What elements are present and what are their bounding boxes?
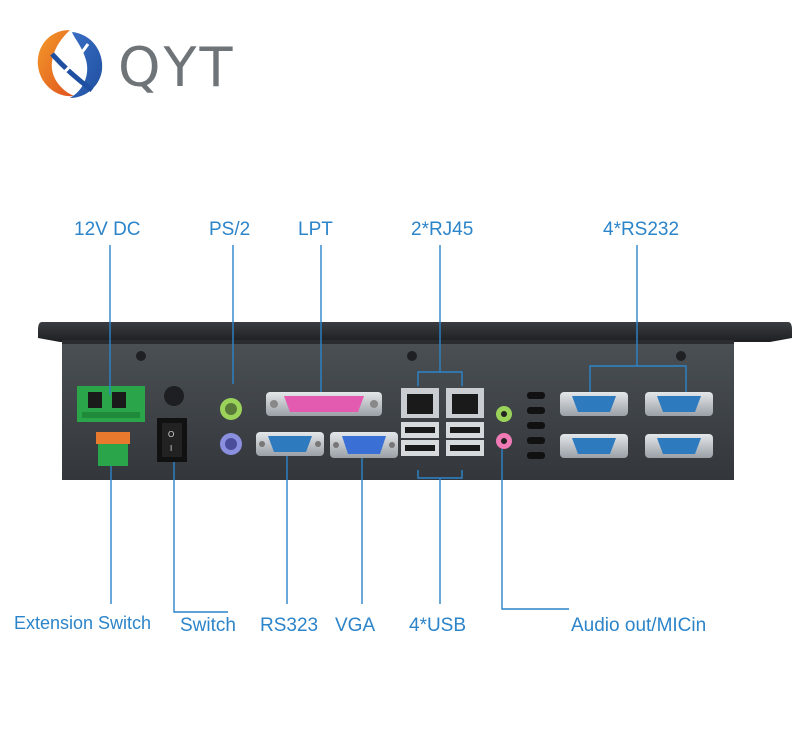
- extension-switch-connector-icon: [96, 432, 130, 466]
- label-usb: 4*USB: [409, 615, 467, 636]
- rs323-port-icon: [256, 432, 324, 456]
- label-vga: VGA: [335, 615, 376, 636]
- brand-name: QYT: [118, 36, 236, 99]
- label-extension-switch: Extension Switch: [14, 613, 152, 633]
- rs232-port-icon: [560, 392, 713, 458]
- vga-port-icon: [330, 432, 398, 458]
- ps2-port-icon: [220, 398, 242, 455]
- rocker-switch-icon: O I: [157, 418, 187, 462]
- label-ps2: PS/2: [209, 219, 251, 240]
- label-audio: Audio out/MICin: [571, 615, 707, 636]
- svg-text:O: O: [168, 430, 174, 439]
- label-rs323: RS323: [260, 615, 319, 636]
- vent-slots-icon: [527, 392, 545, 459]
- svg-text:I: I: [170, 444, 172, 453]
- usb-port-icon: [401, 422, 484, 456]
- screw-icon: [136, 351, 686, 361]
- qyt-logo-icon: [37, 30, 103, 98]
- label-switch: Switch: [180, 615, 236, 636]
- label-12v-dc: 12V DC: [74, 219, 141, 240]
- leader-lines: [109, 245, 687, 613]
- device-bezel: [38, 322, 792, 342]
- label-rj45: 2*RJ45: [411, 219, 474, 240]
- rj45-port-icon: [401, 388, 484, 418]
- power-button-icon: [164, 386, 184, 406]
- label-lpt: LPT: [298, 219, 333, 240]
- dc-connector-icon: [77, 386, 145, 422]
- audio-jack-icon: [496, 406, 512, 449]
- lpt-port-icon: [266, 392, 382, 416]
- label-rs232: 4*RS232: [603, 219, 680, 240]
